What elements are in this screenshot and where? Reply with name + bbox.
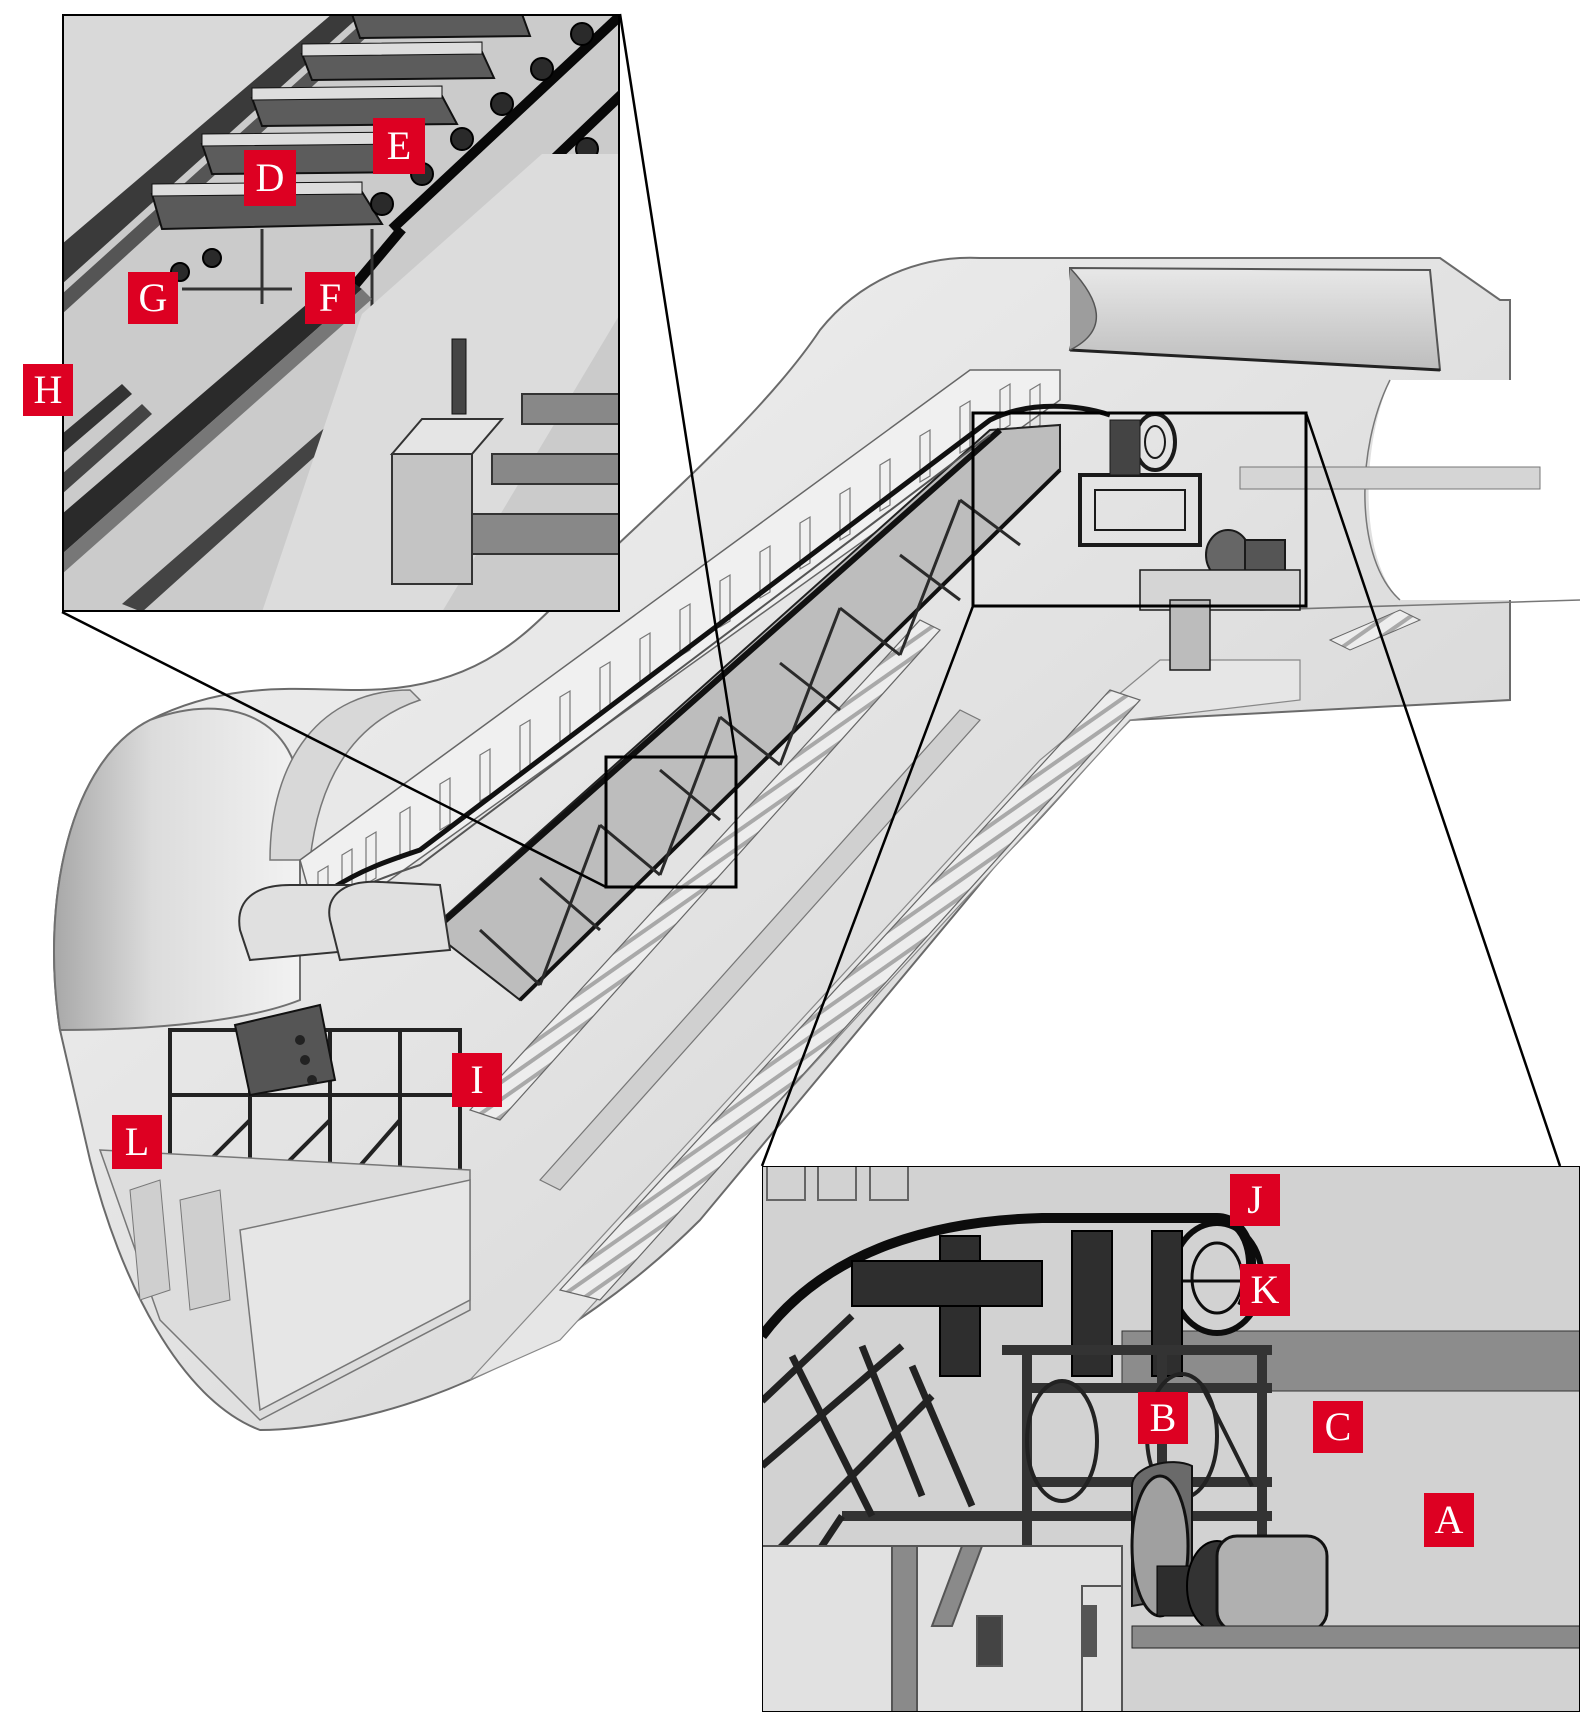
label-g: G xyxy=(128,272,178,324)
label-d: D xyxy=(244,150,296,206)
label-j: J xyxy=(1230,1174,1280,1226)
label-a: A xyxy=(1424,1493,1474,1547)
fixed-stairway xyxy=(558,689,1142,1301)
label-b: B xyxy=(1138,1392,1188,1444)
step-chain-callout-box xyxy=(604,755,738,889)
label-k: K xyxy=(1240,1264,1290,1316)
step-chain-detail-inset xyxy=(62,14,620,612)
label-f: F xyxy=(305,272,355,324)
label-e: E xyxy=(373,118,425,174)
fixed-steps-detail xyxy=(389,338,620,585)
drive-sprocket-frame xyxy=(851,1230,1183,1377)
label-h: H xyxy=(23,364,73,416)
drive-motor xyxy=(1130,1461,1580,1649)
label-c: C xyxy=(1313,1401,1363,1453)
landing-structure xyxy=(762,1545,1123,1712)
incline-truss xyxy=(762,1313,976,1638)
label-l: L xyxy=(112,1115,162,1169)
drive-machinery-callout-box xyxy=(971,411,1308,608)
guide-rails xyxy=(62,274,372,612)
upper-drive-assembly xyxy=(1078,412,1301,671)
drive-machinery-detail-inset xyxy=(762,1166,1580,1712)
leader-lines xyxy=(61,13,1562,1167)
label-i: I xyxy=(452,1053,502,1107)
